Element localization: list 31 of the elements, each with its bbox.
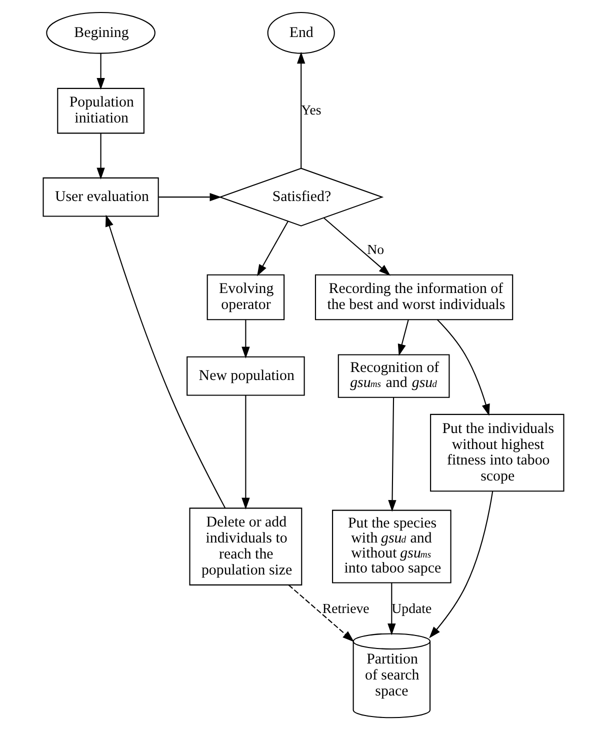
arrow bbox=[288, 584, 354, 642]
arrow bbox=[398, 320, 409, 356]
arrow bbox=[96, 134, 105, 180]
node-box: User evaluation bbox=[42, 177, 159, 217]
node-ellipse: Begining bbox=[46, 12, 156, 54]
arrow bbox=[388, 397, 396, 512]
edge-label: Retrieve bbox=[322, 601, 370, 616]
node-diamond: Satisfied? bbox=[218, 168, 384, 226]
arrow bbox=[388, 583, 396, 636]
arrow bbox=[257, 221, 288, 276]
node-box: Put the individuals without highest fitness into taboo scope bbox=[430, 414, 564, 492]
node-box: Delete or add individuals to reach the population size bbox=[189, 508, 302, 586]
node-box: Recording the information of the best and worst individuals bbox=[314, 274, 514, 320]
node-box: Recognition of gsums and gsud bbox=[338, 354, 450, 398]
arrow bbox=[429, 491, 494, 638]
node-box: Evolving operator bbox=[206, 274, 285, 320]
edge-label: No bbox=[367, 242, 384, 257]
arrow bbox=[96, 53, 105, 90]
arrow bbox=[297, 52, 306, 168]
edge-label: Yes bbox=[301, 102, 322, 118]
arrow bbox=[324, 218, 390, 276]
arrow bbox=[436, 319, 490, 416]
node-ellipse: End bbox=[267, 12, 335, 54]
arrow bbox=[158, 192, 222, 202]
node-box: New population bbox=[186, 356, 305, 396]
node-box: Population initiation bbox=[57, 88, 144, 134]
arrow bbox=[105, 214, 226, 508]
node-box: Put the species with gsud and without gsums into taboo sapce bbox=[332, 510, 452, 584]
arrow bbox=[242, 395, 250, 510]
edge-label: Update bbox=[392, 601, 432, 616]
arrow bbox=[242, 320, 250, 358]
